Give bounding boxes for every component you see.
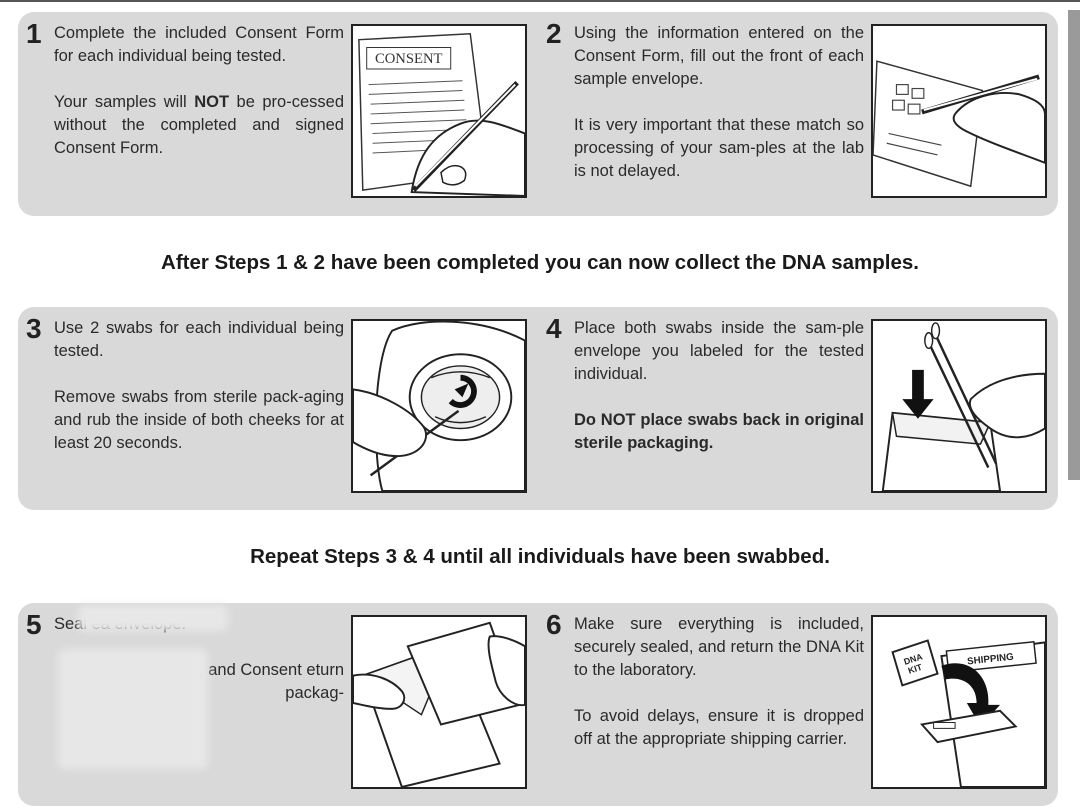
consent-label: CONSENT (375, 51, 443, 67)
step-number: 6 (546, 609, 562, 640)
shipping-label: SHIPPING (967, 652, 1015, 668)
step-text: Use 2 swabs for each individual being te… (54, 317, 344, 455)
cheek-swab-illustration (351, 319, 527, 493)
steps-3-4-panel: 3 Use 2 swabs for each individual being … (18, 307, 1058, 510)
scrollbar[interactable] (1068, 10, 1080, 480)
shipping-box-illustration: SHIPPING DNA KIT (871, 615, 1047, 789)
step-number: 1 (26, 18, 42, 49)
step-number: 4 (546, 313, 562, 344)
seal-envelope-illustration (351, 615, 527, 789)
fill-envelope-illustration (871, 24, 1047, 198)
step-2: 2 Using the information entered on the C… (538, 12, 1058, 202)
step-6: 6 Make sure everything is included, secu… (538, 603, 1058, 793)
step-paragraph: Your samples will NOT be pro-cessed with… (54, 93, 344, 157)
step-text: Make sure everything is included, secure… (574, 613, 864, 751)
step-paragraph: Complete the included Consent Form for e… (54, 24, 344, 65)
heading-repeat-steps: Repeat Steps 3 & 4 until all individuals… (250, 545, 830, 568)
steps-5-6-panel: 5 Seal ea envelope. envelopes, , and Con… (18, 603, 1058, 806)
step-number: 5 (26, 609, 42, 640)
step-number: 3 (26, 313, 42, 344)
dna-kit-label: KIT (907, 662, 924, 676)
step-text: Place both swabs inside the sam-ple enve… (574, 317, 864, 455)
step-paragraph: Make sure everything is included, secure… (574, 615, 864, 679)
redaction-blur (58, 649, 208, 769)
step-text: Using the information entered on the Con… (574, 22, 864, 183)
step-paragraph: To avoid delays, ensure it is dropped of… (574, 707, 864, 748)
insert-swabs-illustration (871, 319, 1047, 493)
step-paragraph: Place both swabs inside the sam-ple enve… (574, 319, 864, 383)
step-1: 1 Complete the included Consent Form for… (18, 12, 538, 202)
step-paragraph: It is very important that these match so… (574, 116, 864, 180)
consent-form-illustration: CONSENT (351, 24, 527, 198)
step-paragraph: Remove swabs from sterile pack-aging and… (54, 388, 344, 452)
step-number: 2 (546, 18, 562, 49)
step-text: Complete the included Consent Form for e… (54, 22, 344, 160)
step-paragraph: Use 2 swabs for each individual being te… (54, 319, 344, 360)
step-paragraph: Do NOT place swabs back in original ster… (574, 411, 864, 452)
step-5: 5 Seal ea envelope. envelopes, , and Con… (18, 603, 538, 793)
redaction-blur (78, 605, 228, 631)
step-paragraph: Using the information entered on the Con… (574, 24, 864, 88)
steps-1-2-panel: 1 Complete the included Consent Form for… (18, 12, 1058, 216)
step-3: 3 Use 2 swabs for each individual being … (18, 307, 538, 497)
top-rule (0, 0, 1080, 2)
step-4: 4 Place both swabs inside the sam-ple en… (538, 307, 1058, 497)
heading-after-steps: After Steps 1 & 2 have been completed yo… (161, 251, 919, 274)
